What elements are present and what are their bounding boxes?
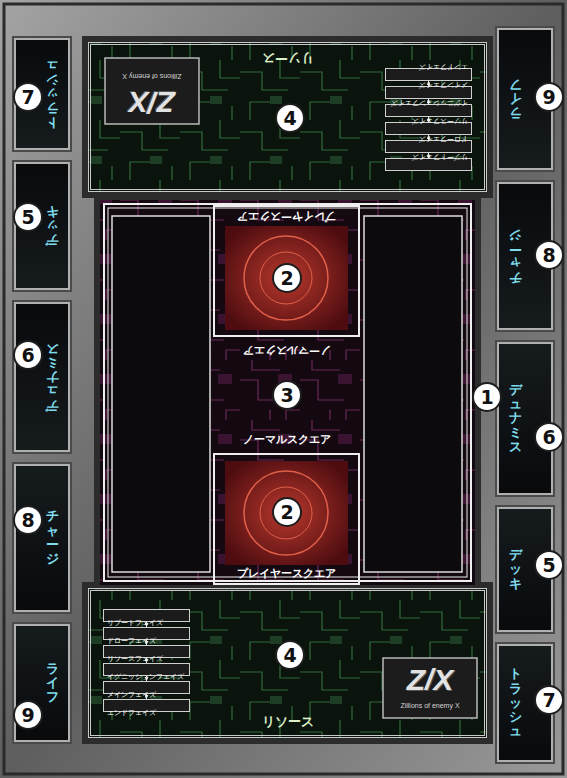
zone-name: チャージ	[509, 227, 522, 284]
zone-name: チャージ	[46, 509, 59, 566]
callout-number: 1	[472, 382, 502, 412]
phase-box: リブートフェイズ	[103, 609, 190, 622]
callout-number: 4	[275, 640, 305, 670]
square-name: プレイヤースクエア	[215, 567, 358, 581]
callout-number: 7	[13, 82, 43, 112]
callout-number: 5	[534, 550, 564, 580]
field-column	[364, 216, 462, 572]
phase-box: エンドフェイズ	[385, 68, 472, 81]
square-name: ノーマルスクエア	[213, 433, 360, 447]
logo-mark: Z/X	[383, 660, 477, 700]
callout-number: 6	[13, 340, 43, 370]
field-panel	[100, 200, 475, 585]
phase-box: メインフェイズ	[103, 681, 190, 694]
zone-frame	[82, 36, 493, 198]
field-outline	[104, 204, 471, 581]
field-frame	[94, 194, 481, 591]
zone-name: トラッシュ	[509, 667, 522, 738]
callout-number: 9	[13, 700, 43, 730]
callout-number: 5	[13, 202, 43, 232]
logo-mark: Z/X	[105, 82, 199, 122]
resource-panel	[88, 42, 487, 192]
zone-name: デッキ	[46, 205, 59, 248]
callout-number: 9	[534, 82, 564, 112]
phase-name: エンドフェイズ	[416, 61, 471, 72]
resource-panel	[88, 588, 487, 738]
phase-box: エンドフェイズ	[103, 699, 190, 712]
field-outline	[108, 208, 467, 577]
field-column	[112, 216, 210, 572]
phase-box: イグニッションフェイズ	[385, 104, 472, 117]
logo-plate	[383, 658, 477, 718]
side-zone-box: デュナミス	[497, 342, 553, 495]
callout-number: 6	[534, 422, 564, 452]
callout-number: 2	[272, 497, 302, 527]
phase-box: リソースフェイズ	[103, 645, 190, 658]
mat-edge	[4, 4, 563, 774]
square-ring	[260, 487, 312, 539]
phase-box: ドローフェイズ	[385, 140, 472, 153]
zone-frame	[82, 582, 493, 744]
phase-box: イグニッションフェイズ	[103, 663, 190, 676]
square-name: プレイヤースクエア	[215, 209, 358, 223]
zone-name: デュナミス	[509, 383, 522, 454]
zone-name: ライフ	[509, 78, 522, 121]
square-name: ノーマルスクエア	[213, 343, 360, 357]
phase-box: リソースフェイズ	[385, 122, 472, 135]
callout-number: 4	[275, 103, 305, 133]
callout-number: 2	[272, 263, 302, 293]
phase-name: エンドフェイズ	[104, 708, 159, 719]
zone-name: デュナミス	[46, 341, 59, 412]
logo-subtitle: Zillions of enemy X	[105, 71, 199, 81]
callout-number: 3	[272, 380, 302, 410]
zone-name: デッキ	[509, 548, 522, 591]
phase-box: リブートフェイズ	[385, 158, 472, 171]
phase-box: メインフェイズ	[385, 86, 472, 99]
phase-box: ドローフェイズ	[103, 627, 190, 640]
square-ring	[244, 236, 328, 320]
zone-name: ライフ	[46, 662, 59, 705]
callout-number: 8	[534, 240, 564, 270]
callout-number: 8	[13, 505, 43, 535]
logo-subtitle: Zillions of enemy X	[383, 701, 477, 711]
callout-number: 7	[534, 685, 564, 715]
zone-name: トラッシュ	[46, 58, 59, 129]
square-ring	[244, 471, 328, 555]
side-zone-box: デュナミス	[14, 302, 70, 452]
square-panel	[225, 461, 348, 565]
square-panel	[225, 226, 348, 330]
side-zone-box: チャージ	[14, 464, 70, 612]
logo-plate	[105, 58, 199, 124]
square-ring	[260, 252, 312, 304]
